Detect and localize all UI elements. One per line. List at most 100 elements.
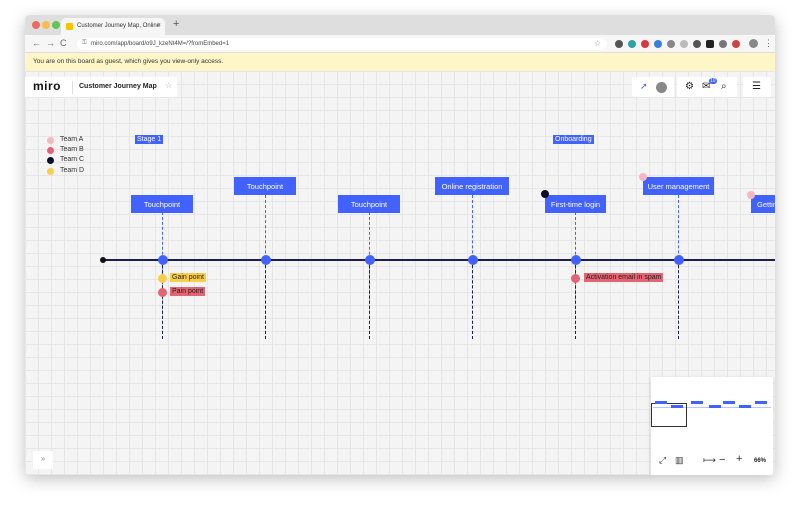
fit-to-screen-icon[interactable]: ⟼: [703, 455, 716, 465]
pain-point-dot: [158, 288, 167, 297]
timeline-node-5[interactable]: [571, 255, 581, 265]
team-a-marker-1: [639, 173, 647, 181]
extension-icon-9[interactable]: [719, 40, 727, 48]
activation-email-dot: [571, 274, 580, 283]
stage-label-stage-1[interactable]: Stage 1: [135, 135, 164, 144]
favorite-star-icon[interactable]: ☆: [165, 81, 173, 90]
maximize-window-button[interactable]: [52, 21, 60, 29]
connector-dark-5: [575, 265, 576, 339]
minimap-card: [655, 401, 667, 404]
tools-box: ⚙ ✉ 10 ⌕: [677, 77, 737, 97]
extension-icon-10[interactable]: [732, 40, 740, 48]
legend-team-b: Team B: [60, 146, 84, 153]
minimap-card: [671, 405, 683, 408]
back-button[interactable]: ←: [32, 38, 41, 48]
forward-button[interactable]: →: [46, 38, 55, 48]
reload-button[interactable]: C: [60, 38, 67, 48]
extension-icon-6[interactable]: [680, 40, 688, 48]
tab-bar: Customer Journey Map, Online × +: [25, 15, 775, 35]
timeline-line: [103, 259, 775, 261]
extension-icon-3[interactable]: [641, 40, 649, 48]
connector-dark-4: [472, 265, 473, 339]
extension-icon-7[interactable]: [693, 40, 701, 48]
extension-icon-5[interactable]: [667, 40, 675, 48]
tab-customer-journey-map[interactable]: Customer Journey Map, Online ×: [61, 18, 165, 35]
zoom-out-button[interactable]: −: [719, 454, 726, 466]
header-divider: [72, 81, 73, 94]
board-menu-icon[interactable]: ☰: [752, 81, 761, 92]
team-a-dot: [47, 137, 54, 144]
search-icon[interactable]: ⌕: [721, 81, 727, 92]
team-b-dot: [47, 147, 54, 154]
timeline-start-marker: [100, 257, 106, 263]
minimap-card: [755, 401, 767, 404]
gain-point-label[interactable]: Gain point: [170, 273, 206, 282]
new-tab-button[interactable]: +: [173, 18, 180, 30]
user-avatar[interactable]: [656, 82, 667, 93]
zoom-level[interactable]: 66%: [754, 458, 767, 464]
browser-toolbar: ← → C ⚿ miro.com/app/board/o9J_kzeNt4M=/…: [25, 35, 775, 53]
url-text: miro.com/app/board/o9J_kzeNt4M=/?fromEmb…: [91, 41, 230, 47]
minimize-window-button[interactable]: [42, 21, 50, 29]
comments-icon[interactable]: ✉: [702, 81, 711, 92]
extension-icon-1[interactable]: [615, 40, 623, 48]
notification-badge: 10: [709, 78, 717, 84]
connector-dark-2: [265, 265, 266, 339]
guest-banner: You are on this board as guest, which gi…: [25, 53, 775, 71]
card-touchpoint-2[interactable]: Touchpoint: [234, 177, 296, 195]
timeline-node-3[interactable]: [365, 255, 375, 265]
legend-team-c: Team C: [60, 156, 85, 163]
minimap-card: [709, 405, 721, 408]
gain-point-dot: [158, 274, 167, 283]
minimap-card: [691, 401, 703, 404]
timeline-node-2[interactable]: [261, 255, 271, 265]
browser-menu-icon[interactable]: ⋮: [764, 38, 773, 48]
timeline-node-4[interactable]: [468, 255, 478, 265]
map-icon[interactable]: ▥: [675, 455, 684, 465]
connector-dark-1: [162, 265, 163, 339]
team-d-dot: [47, 168, 54, 175]
board-header: miro Customer Journey Map ☆: [25, 77, 177, 97]
close-window-button[interactable]: [32, 21, 40, 29]
team-c-marker: [541, 190, 549, 198]
card-user-management[interactable]: User management: [643, 177, 714, 195]
zoom-in-button[interactable]: +: [736, 453, 743, 465]
collaborators-box: ➚: [632, 77, 674, 97]
activation-email-label[interactable]: Activation email in spam: [584, 273, 664, 282]
settings-sliders-icon[interactable]: ⚙: [685, 81, 694, 92]
legend-team-a: Team A: [60, 136, 84, 143]
board-menu-box: ☰: [743, 77, 771, 97]
browser-window: Customer Journey Map, Online × + ← → C ⚿…: [25, 15, 775, 475]
legend-team-d: Team D: [60, 167, 85, 174]
team-c-dot: [47, 157, 54, 164]
minimap-viewport[interactable]: [651, 403, 687, 427]
board-title[interactable]: Customer Journey Map: [79, 83, 157, 90]
address-bar[interactable]: ⚿ miro.com/app/board/o9J_kzeNt4M=/?fromE…: [77, 38, 607, 50]
card-first-time-login[interactable]: First-time login: [545, 195, 606, 213]
card-touchpoint-3[interactable]: Touchpoint: [338, 195, 400, 213]
tab-title: Customer Journey Map, Online: [77, 23, 161, 29]
timeline-node-1[interactable]: [158, 255, 168, 265]
extension-icon-8[interactable]: [706, 40, 714, 48]
card-touchpoint-1[interactable]: Touchpoint: [131, 195, 193, 213]
profile-avatar[interactable]: [749, 39, 758, 48]
minimap[interactable]: ⤢ ▥ ⟼ − + 66%: [651, 377, 773, 475]
tab-close-icon[interactable]: ×: [156, 22, 161, 29]
team-a-marker-2: [747, 191, 755, 199]
stage-label-onboarding[interactable]: Onboarding: [553, 135, 594, 144]
cursor-icon[interactable]: ➚: [640, 81, 648, 91]
expand-sidebar-button[interactable]: »: [33, 451, 53, 469]
extension-icon-4[interactable]: [654, 40, 662, 48]
minimap-card: [723, 401, 735, 404]
bookmark-star-icon[interactable]: ☆: [593, 39, 601, 48]
timeline-node-6[interactable]: [674, 255, 684, 265]
card-online-registration[interactable]: Online registration: [435, 177, 509, 195]
extension-icon-2[interactable]: [628, 40, 636, 48]
card-getting[interactable]: Getting: [751, 195, 775, 213]
miro-logo[interactable]: miro: [33, 79, 62, 93]
fullscreen-icon[interactable]: ⤢: [659, 455, 667, 465]
connector-dark-6: [678, 265, 679, 339]
pain-point-label[interactable]: Pain point: [170, 287, 206, 296]
lock-icon: ⚿: [82, 40, 87, 46]
connector-dark-3: [369, 265, 370, 339]
